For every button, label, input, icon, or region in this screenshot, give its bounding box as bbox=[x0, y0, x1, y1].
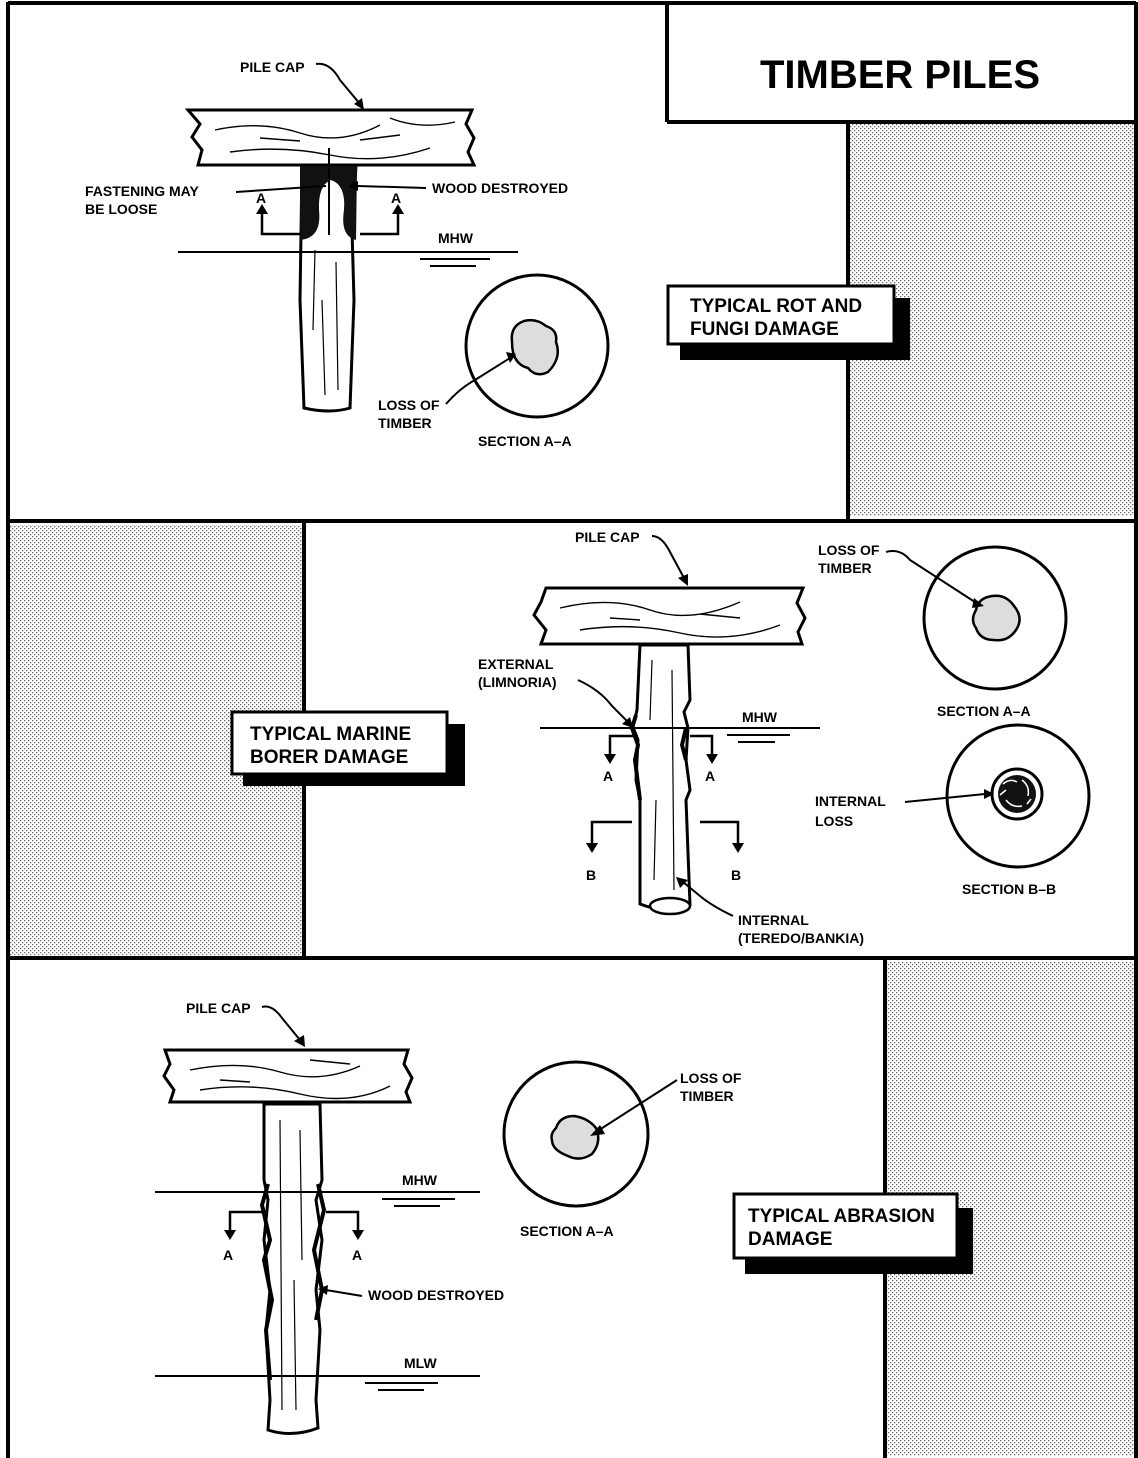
abrasion-pile-cap-label: PILE CAP bbox=[186, 1000, 251, 1016]
abrasion-loss-leader bbox=[595, 1079, 678, 1133]
rot-fastening-leader bbox=[235, 185, 327, 193]
abrasion-section-arrow-left bbox=[228, 1210, 262, 1232]
marine-pile-cap-label: PILE CAP bbox=[575, 529, 640, 545]
marine-loss-label-2: TIMBER bbox=[818, 560, 872, 576]
rot-pile-cap-label: PILE CAP bbox=[240, 59, 305, 75]
abrasion-loss-area bbox=[550, 1114, 600, 1160]
rot-box-line1: TYPICAL ROT AND bbox=[690, 296, 862, 317]
rot-pile-destroyed bbox=[300, 166, 357, 240]
rot-loss-label-2: TIMBER bbox=[378, 415, 432, 431]
marine-internal-loss-burrows bbox=[999, 779, 1032, 808]
page-title: TIMBER PILES bbox=[760, 53, 1040, 97]
marine-section-b-arrow-right bbox=[700, 820, 740, 846]
rot-wood-destroyed-leader bbox=[357, 185, 427, 189]
marine-section-a-arrow-left bbox=[608, 734, 634, 756]
rot-loss-label-1: LOSS OF bbox=[378, 397, 440, 413]
panel-rot-fungi: TYPICAL ROT AND FUNGI DAMAGE MHW A A PIL… bbox=[85, 59, 910, 449]
abrasion-pile-grain bbox=[279, 1119, 303, 1411]
rot-section-mark-left: A bbox=[256, 190, 266, 206]
marine-internal-label-2: (TEREDO/BANKIA) bbox=[738, 930, 864, 946]
abrasion-wood-destroyed-label: WOOD DESTROYED bbox=[368, 1287, 504, 1303]
marine-section-a-mark-right: A bbox=[705, 768, 715, 784]
abrasion-pile-cap bbox=[162, 1048, 414, 1104]
abrasion-loss-label-1: LOSS OF bbox=[680, 1070, 742, 1086]
marine-section-a-label: SECTION A–A bbox=[937, 703, 1031, 719]
rot-mhw-label: MHW bbox=[438, 230, 474, 246]
abrasion-section-arrow-right bbox=[326, 1210, 360, 1232]
marine-pile-cap-grain bbox=[559, 601, 781, 638]
marine-internal-loss-label-1: INTERNAL bbox=[815, 793, 886, 809]
marine-external-label-2: (LIMNORIA) bbox=[478, 674, 557, 690]
marine-external-label-1: EXTERNAL bbox=[478, 656, 554, 672]
marine-section-b-mark-left: B bbox=[586, 867, 596, 883]
rot-section-arrow-left bbox=[260, 212, 300, 236]
marine-pile-grain bbox=[649, 659, 675, 891]
marine-mhw-label: MHW bbox=[742, 709, 778, 725]
abrasion-box-line2: DAMAGE bbox=[748, 1229, 832, 1250]
abrasion-loss-label-2: TIMBER bbox=[680, 1088, 734, 1104]
abrasion-section-mark-right: A bbox=[352, 1247, 362, 1263]
rot-fastening-label-1: FASTENING MAY bbox=[85, 183, 199, 199]
rot-pile-cap-leader bbox=[315, 62, 361, 105]
marine-loss-leader bbox=[885, 550, 979, 605]
abrasion-pile-cap-leader bbox=[261, 1005, 301, 1041]
abrasion-wood-destroyed-leader bbox=[325, 1289, 363, 1297]
marine-pile-cap bbox=[532, 586, 807, 646]
abrasion-mhw-label: MHW bbox=[402, 1172, 438, 1188]
marine-pile bbox=[631, 643, 692, 911]
rot-wood-destroyed-label: WOOD DESTROYED bbox=[432, 180, 568, 196]
rot-pile-grain bbox=[312, 249, 339, 396]
marine-external-leader bbox=[577, 679, 629, 723]
marine-section-b-arrow-left bbox=[590, 820, 632, 846]
rot-section-label: SECTION A–A bbox=[478, 433, 572, 449]
marine-section-a-arrow-right bbox=[690, 734, 714, 756]
marine-loss-area bbox=[971, 594, 1021, 642]
abrasion-section-label: SECTION A–A bbox=[520, 1223, 614, 1239]
marine-section-a-mark-left: A bbox=[603, 768, 613, 784]
abrasion-mlw-label: MLW bbox=[404, 1355, 437, 1371]
marine-internal-leader bbox=[682, 881, 734, 917]
rot-fastening-label-2: BE LOOSE bbox=[85, 201, 157, 217]
marine-internal-loss-leader bbox=[904, 793, 986, 803]
rot-box-line2: FUNGI DAMAGE bbox=[690, 319, 839, 340]
marine-internal-loss-label-2: LOSS bbox=[815, 813, 853, 829]
abrasion-box bbox=[732, 1192, 959, 1260]
abrasion-pile-cap-grain bbox=[189, 1059, 391, 1100]
abrasion-box-line1: TYPICAL ABRASION bbox=[748, 1206, 935, 1227]
marine-section-b-mark-right: B bbox=[731, 867, 741, 883]
rot-section-mark-right: A bbox=[391, 190, 401, 206]
rot-loss-area bbox=[510, 318, 559, 376]
marine-internal-loss-core bbox=[998, 775, 1036, 813]
panel-abrasion: TYPICAL ABRASION DAMAGE MHW MLW A A PILE… bbox=[155, 1000, 973, 1435]
rot-loss-leader bbox=[445, 357, 511, 405]
rot-section-arrow-right bbox=[360, 212, 400, 236]
marine-section-b-label: SECTION B–B bbox=[962, 881, 1056, 897]
abrasion-pile-wear bbox=[259, 1183, 327, 1381]
marine-loss-label-1: LOSS OF bbox=[818, 542, 880, 558]
abrasion-section-mark-left: A bbox=[223, 1247, 233, 1263]
panel-marine-borer: TYPICAL MARINE BORER DAMAGE MHW A A B B … bbox=[230, 529, 1091, 946]
marine-pile-end bbox=[648, 896, 692, 916]
rot-box bbox=[666, 284, 896, 346]
marine-pile-cap-leader bbox=[651, 535, 685, 579]
marine-box-line1: TYPICAL MARINE bbox=[250, 724, 411, 745]
marine-box-line2: BORER DAMAGE bbox=[250, 747, 408, 768]
marine-box bbox=[230, 710, 449, 776]
marine-pile-limnoria bbox=[629, 714, 688, 801]
abrasion-pile bbox=[262, 1102, 324, 1435]
marine-internal-label-1: INTERNAL bbox=[738, 912, 809, 928]
